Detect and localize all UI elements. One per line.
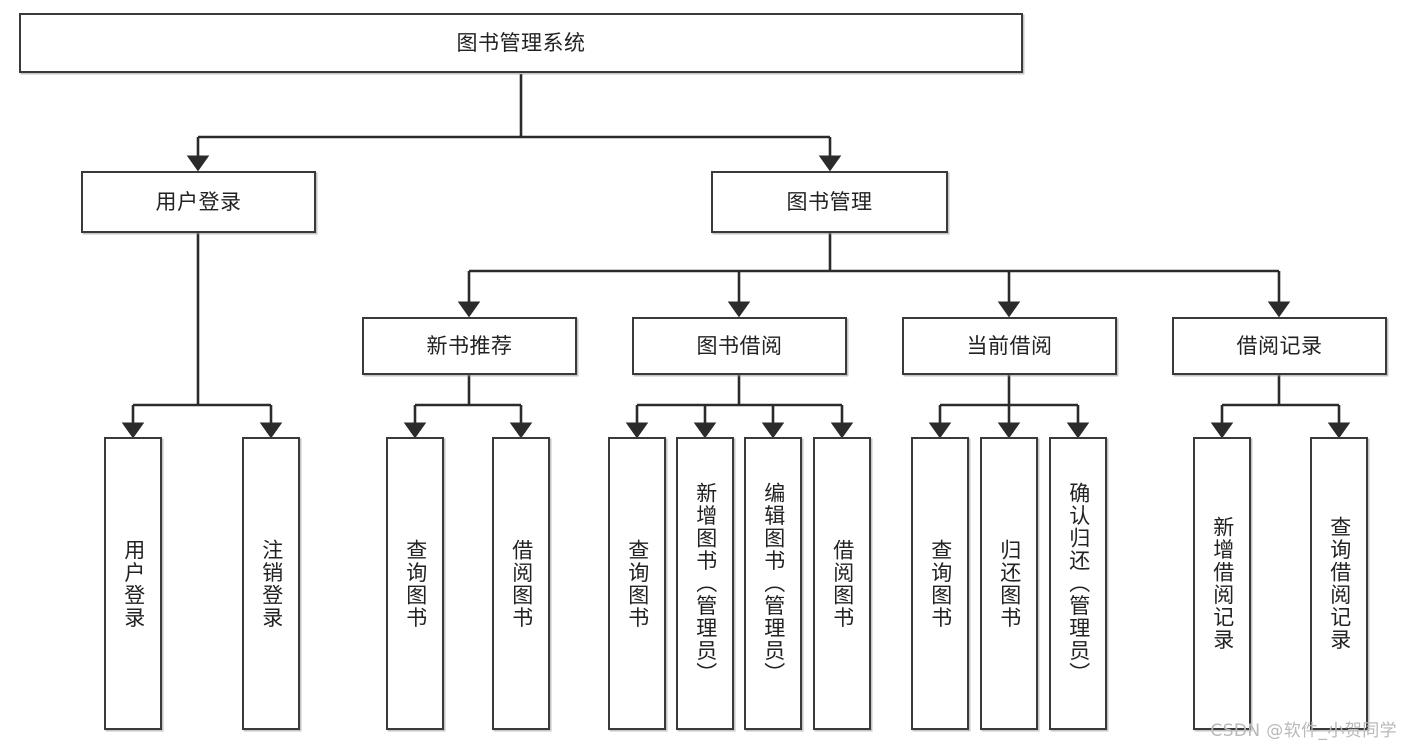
node-label: 图书管理系统 — [456, 30, 586, 55]
csdn-watermark: CSDN @软件_小贺同学 — [1210, 721, 1397, 741]
node-label: 图书管理 — [786, 189, 873, 214]
node-label: 用户登录 — [155, 189, 242, 214]
node-label: 图书借阅 — [696, 333, 783, 358]
node-label: 查询图书 — [625, 538, 650, 629]
node-leaf-user-logout[interactable]: 注销登录 — [242, 437, 300, 730]
node-user-login[interactable]: 用户登录 — [81, 171, 316, 233]
node-label: 编辑图书（管理员） — [761, 482, 786, 685]
node-leaf-query-book-1[interactable]: 查询图书 — [386, 437, 444, 730]
node-new-book-recommend[interactable]: 新书推荐 — [362, 317, 577, 375]
node-label: 确认归还（管理员） — [1066, 482, 1091, 685]
node-label: 归还图书 — [997, 538, 1022, 629]
node-label: 查询图书 — [928, 538, 953, 629]
node-label: 借阅图书 — [509, 538, 534, 629]
node-book-borrow[interactable]: 图书借阅 — [632, 317, 847, 375]
node-root-system[interactable]: 图书管理系统 — [19, 13, 1023, 73]
node-borrow-record[interactable]: 借阅记录 — [1172, 317, 1387, 375]
node-label: 借阅记录 — [1236, 333, 1323, 358]
node-leaf-return-book[interactable]: 归还图书 — [980, 437, 1038, 730]
node-label: 借阅图书 — [830, 538, 855, 629]
node-current-borrow[interactable]: 当前借阅 — [902, 317, 1117, 375]
node-label: 用户登录 — [121, 538, 146, 629]
node-leaf-confirm-return[interactable]: 确认归还（管理员） — [1049, 437, 1107, 730]
node-label: 查询借阅记录 — [1327, 516, 1352, 651]
node-leaf-user-login[interactable]: 用户登录 — [104, 437, 162, 730]
node-label: 注销登录 — [259, 538, 284, 629]
node-leaf-add-book[interactable]: 新增图书（管理员） — [676, 437, 734, 730]
node-book-manage[interactable]: 图书管理 — [711, 171, 948, 233]
node-leaf-edit-book[interactable]: 编辑图书（管理员） — [744, 437, 802, 730]
node-label: 新增借阅记录 — [1210, 516, 1235, 651]
node-label: 当前借阅 — [966, 333, 1053, 358]
node-leaf-query-record[interactable]: 查询借阅记录 — [1310, 437, 1368, 730]
node-leaf-query-book-2[interactable]: 查询图书 — [608, 437, 666, 730]
node-leaf-borrow-book-2[interactable]: 借阅图书 — [813, 437, 871, 730]
node-label: 查询图书 — [403, 538, 428, 629]
node-leaf-query-book-3[interactable]: 查询图书 — [911, 437, 969, 730]
node-label: 新增图书（管理员） — [693, 482, 718, 685]
node-label: 新书推荐 — [426, 333, 513, 358]
node-leaf-borrow-book-1[interactable]: 借阅图书 — [492, 437, 550, 730]
node-leaf-add-record[interactable]: 新增借阅记录 — [1193, 437, 1251, 730]
